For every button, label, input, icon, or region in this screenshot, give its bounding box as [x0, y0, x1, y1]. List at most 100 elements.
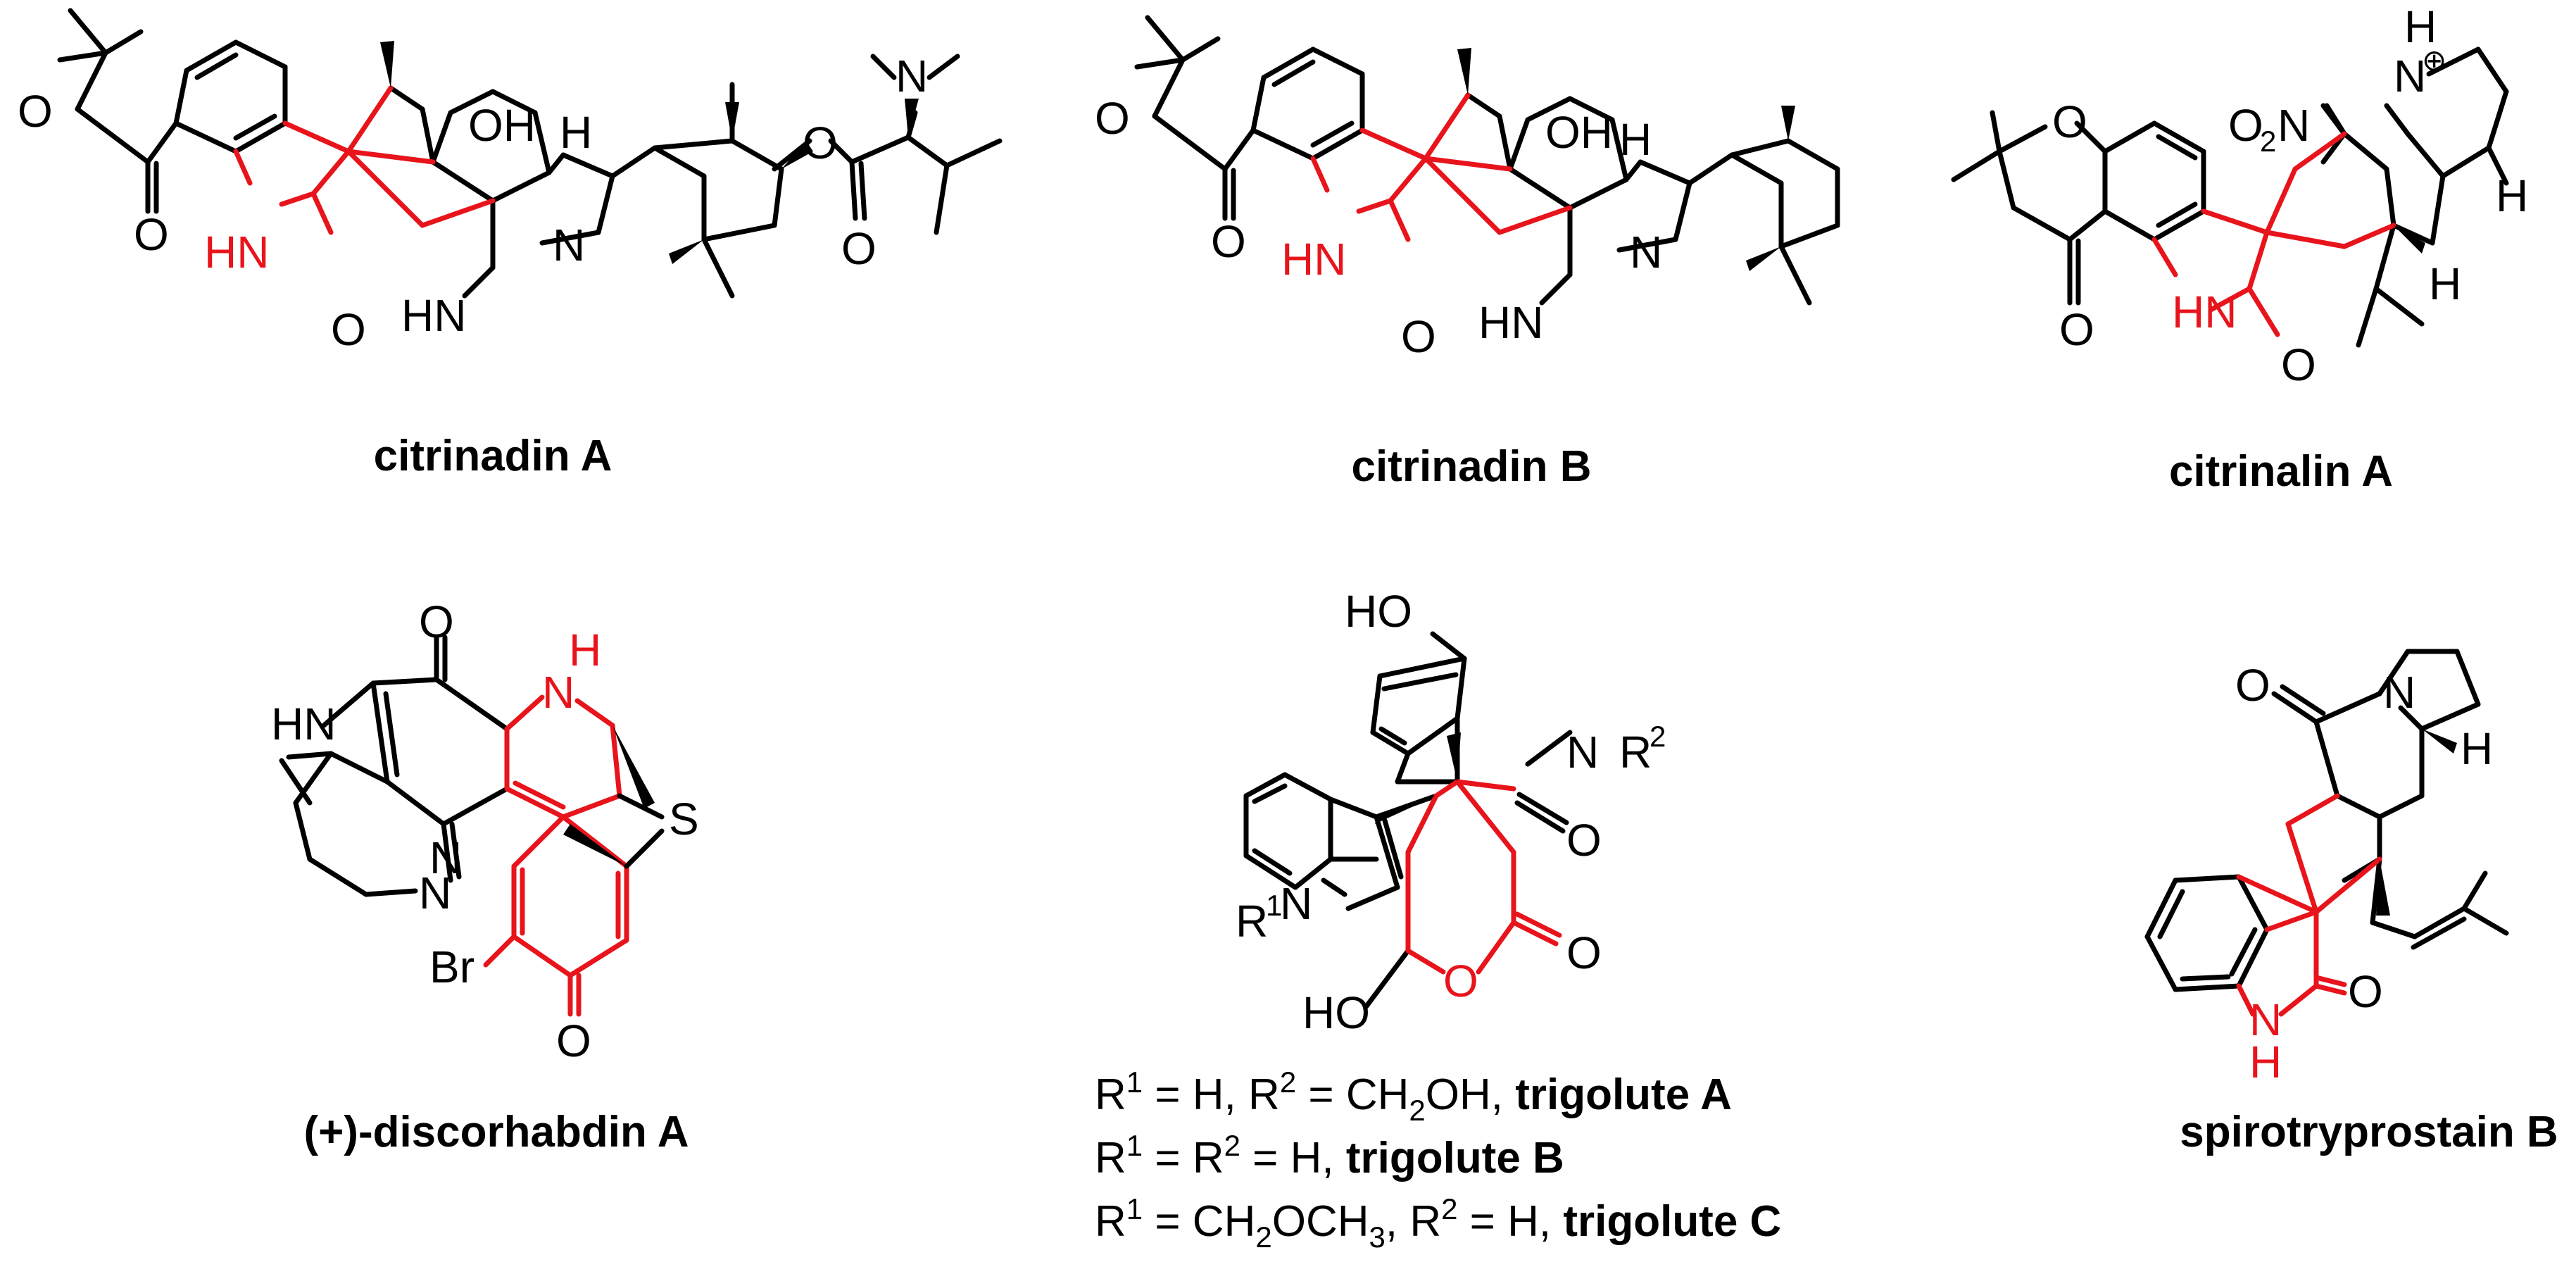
atom-nh-lactam: HN	[2172, 287, 2237, 337]
atom-lactam-o: O	[2348, 966, 2383, 1017]
atom-epoxide-o: O	[1095, 93, 1130, 144]
atom-lactam-o: O	[1566, 815, 1602, 866]
atom-oh: OH	[1545, 107, 1613, 158]
atom-nhme: HN	[401, 290, 466, 341]
atom-nitro-n: N	[2277, 100, 2310, 151]
label-citrinalin-a: citrinalin A	[2169, 447, 2393, 496]
v-b-eq1: =	[1143, 1134, 1193, 1182]
atom-nitro-o: O	[2228, 100, 2263, 151]
atom-n-ring: N	[419, 868, 451, 918]
v-c-eq2: ,	[1386, 1197, 1409, 1246]
structure-citrinadin-b: O O OH H HN O HN N citrinadin B	[1095, 15, 1840, 491]
atom-h-bottom: H	[2429, 258, 2461, 309]
v-c-tail: = H,	[1457, 1197, 1563, 1246]
v-c-r2-sup: 2	[1441, 1192, 1457, 1225]
label-discorhabdin-a: (+)-discorhabdin A	[303, 1108, 689, 1156]
structure-spirotryprostain-b: O N H N H O spirotryprostain B	[2144, 649, 2558, 1156]
v-b-name: trigolute B	[1346, 1134, 1564, 1182]
atom-r2-sup: 2	[1650, 720, 1666, 753]
structure-discorhabdin-a: O N H HN S N N Br O (+)-discorhabdin A	[271, 597, 699, 1156]
structure-trigolute: HO N R 2 O R 1 N HO O O R1 = H, R2 = CH2…	[1095, 586, 1781, 1254]
atom-r1: R	[1236, 896, 1268, 947]
v-a-name: trigolute A	[1515, 1070, 1732, 1119]
atom-lactone-o: O	[1566, 928, 1602, 978]
v-b-eq2: = H,	[1240, 1134, 1346, 1182]
v-b-r1: R	[1095, 1134, 1126, 1182]
atom-ketone-o: O	[134, 209, 169, 260]
atom-ester-o: O	[803, 118, 838, 168]
atom-n-imine: N	[429, 832, 462, 883]
atom-h: H	[560, 107, 592, 158]
atom-ketone-o: O	[1211, 216, 1246, 267]
atom-nh-lactam: HN	[1281, 234, 1346, 285]
atom-nh-red: N	[542, 667, 574, 718]
atom-h: H	[1619, 114, 1652, 165]
atom-ho-ch2: HO	[1302, 987, 1370, 1038]
atom-epoxide-o: O	[18, 86, 53, 137]
atom-n-ring: N	[1630, 227, 1662, 277]
trigolute-variant-c: R1 = CH2OCH3, R2 = H, trigolute C	[1095, 1192, 1781, 1254]
trigolute-variant-b: R1 = R2 = H, trigolute B	[1095, 1129, 1564, 1182]
atom-ester-co: O	[841, 223, 877, 274]
atom-pyran-o: O	[2052, 96, 2087, 147]
v-c-name: trigolute C	[1563, 1197, 1781, 1246]
atom-nh-red-h: H	[569, 625, 601, 675]
atom-nitro-sub: 2	[2260, 125, 2276, 158]
atom-n-ring: N	[2383, 667, 2415, 718]
label-citrinadin-b: citrinadin B	[1351, 442, 1591, 491]
v-c-r1: R	[1095, 1197, 1126, 1246]
v-c-sub2: 3	[1369, 1220, 1386, 1254]
atom-nhme: HN	[1478, 297, 1543, 348]
v-a-r1: R	[1095, 1070, 1126, 1119]
atom-lactam-o: O	[1401, 311, 1436, 362]
atom-n-indole: N	[1280, 878, 1312, 929]
v-b-r1-sup: 1	[1126, 1129, 1143, 1162]
atom-n-lactam: N	[1566, 727, 1599, 777]
v-b-r2-sup: 2	[1224, 1129, 1240, 1162]
atom-n-ring: N	[553, 220, 585, 270]
v-b-r2: R	[1193, 1134, 1224, 1182]
atom-h: H	[2461, 723, 2493, 774]
atom-ring-o: O	[1443, 956, 1478, 1006]
atom-ketone-o: O	[2059, 304, 2094, 355]
v-c-mid: OCH	[1272, 1197, 1369, 1246]
atom-s: S	[669, 794, 699, 844]
atom-hn: HN	[271, 699, 336, 749]
trigolute-variant-a: R1 = H, R2 = CH2OH, trigolute A	[1095, 1066, 1732, 1127]
v-c-sub1: 2	[1255, 1220, 1271, 1254]
v-a-r2: R	[1248, 1070, 1280, 1119]
atom-r1-sup: 1	[1266, 889, 1282, 922]
v-c-r1-sup: 1	[1126, 1192, 1143, 1225]
atom-ho-top: HO	[1345, 586, 1412, 637]
atom-plus-charge: ⊕	[2422, 44, 2446, 77]
atom-nh: N	[2249, 994, 2282, 1045]
atom-nme2: N	[896, 51, 928, 101]
v-a-r2-sup: 2	[1280, 1066, 1296, 1099]
label-spirotryprostain-b: spirotryprostain B	[2180, 1108, 2558, 1156]
atom-ketone-o: O	[2235, 660, 2270, 711]
atom-lactam-o: O	[331, 304, 366, 355]
v-c-r2: R	[1409, 1197, 1441, 1246]
atom-oh: OH	[468, 100, 536, 151]
label-citrinadin-a: citrinadin A	[374, 432, 612, 480]
structure-citrinadin-a: O O OH H HN O HN N O O N citrinadin A	[18, 8, 1003, 480]
atom-lactam-o: O	[2281, 339, 2316, 390]
v-a-sub: 2	[1409, 1094, 1425, 1127]
v-a-r1-sup: 1	[1126, 1066, 1143, 1099]
structure-citrinalin-a: O O O 2 N N ⊕ H H H HN O citrinalin A	[1951, 1, 2528, 496]
atom-nh-h: H	[2249, 1037, 2282, 1087]
atom-h-right: H	[2496, 170, 2528, 221]
atom-ketone-o: O	[419, 597, 454, 647]
v-a-eq2: = CH	[1296, 1070, 1409, 1119]
atom-r2: R	[1619, 727, 1652, 777]
atom-enone-o: O	[556, 1016, 591, 1066]
atom-h-top: H	[2404, 1, 2437, 52]
v-a-tail: OH,	[1426, 1070, 1515, 1119]
v-c-eq1: = CH	[1143, 1197, 1255, 1246]
atom-nh-lactam: HN	[204, 227, 269, 277]
v-a-eq1: = H,	[1143, 1070, 1248, 1119]
atom-br: Br	[429, 942, 475, 992]
atom-n-plus: N	[2394, 51, 2426, 101]
